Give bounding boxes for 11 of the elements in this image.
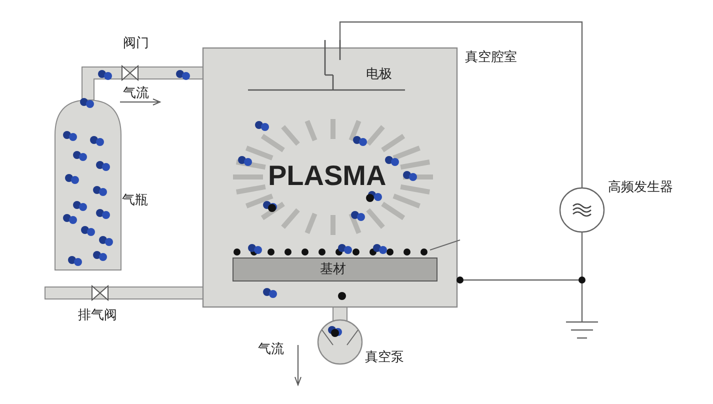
generator-label: 高频发生器: [608, 180, 673, 196]
exhaust-valve-label: 排气阀: [78, 308, 117, 324]
valve-label: 阀门: [123, 36, 149, 52]
gas-flow-label: 气流: [123, 86, 149, 102]
electrode-label: 电极: [366, 67, 392, 83]
gas-cylinder-label: 气瓶: [122, 193, 148, 209]
substrate-label: 基材: [320, 262, 346, 278]
chamber-label: 真空腔室: [465, 50, 517, 66]
gas-flow-label: 气流: [258, 342, 284, 358]
plasma-label: PLASMA: [268, 160, 386, 192]
vacuum-pump-label: 真空泵: [365, 350, 404, 366]
